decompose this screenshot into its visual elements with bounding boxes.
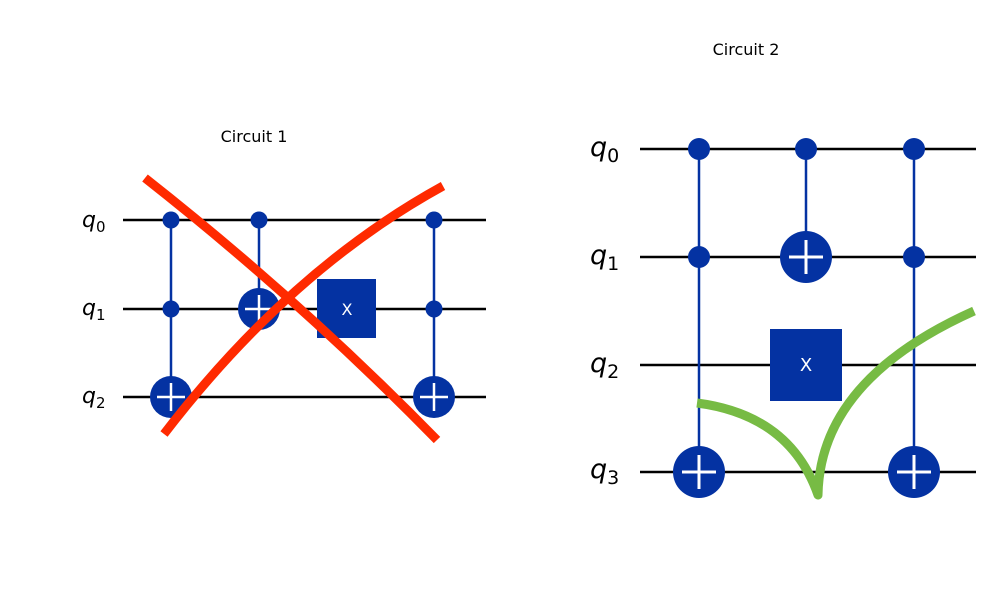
control-dot [162, 300, 180, 318]
circuit-1-title: Circuit 1 [221, 127, 288, 146]
circuit-1-qubit-label-2: q2 [82, 384, 106, 412]
control-dot [903, 138, 925, 160]
control-dot [425, 300, 443, 318]
circuit-1: Circuit 1 q0 q1 q2 X [82, 127, 486, 444]
control-dot [162, 211, 180, 229]
circuit-2-qubit-label-3: q3 [590, 454, 619, 489]
circuit-2-ccx-gate-2 [888, 138, 940, 498]
circuit-2-cx-gate [780, 138, 832, 283]
control-dot [250, 211, 268, 229]
control-dot [688, 246, 710, 268]
circuit-1-cross-mark [142, 174, 446, 444]
x-gate-label: X [342, 300, 353, 319]
circuit-1-qubit-label-1: q1 [82, 296, 106, 324]
circuit-2-title: Circuit 2 [713, 40, 780, 59]
check-stroke [696, 306, 976, 500]
circuit-1-qubit-label-0: q0 [82, 208, 106, 236]
circuit-2: Circuit 2 q0 q1 q2 q3 [590, 40, 976, 500]
cross-stroke-2 [160, 182, 446, 437]
control-dot [795, 138, 817, 160]
x-gate-label: X [800, 355, 812, 376]
cross-stroke-1 [142, 174, 441, 444]
control-dot [688, 138, 710, 160]
circuit-1-ccx-gate-2 [413, 211, 455, 418]
control-dot [425, 211, 443, 229]
circuit-2-qubit-label-2: q2 [590, 348, 619, 383]
circuit-2-qubit-label-1: q1 [590, 240, 619, 275]
circuit-2-x-gate: X [770, 329, 842, 401]
circuit-2-qubit-label-0: q0 [590, 132, 619, 167]
circuit-1-ccx-gate-1 [150, 211, 192, 418]
circuit-2-ccx-gate-1 [673, 138, 725, 498]
circuit-2-check-mark [696, 306, 976, 500]
control-dot [903, 246, 925, 268]
